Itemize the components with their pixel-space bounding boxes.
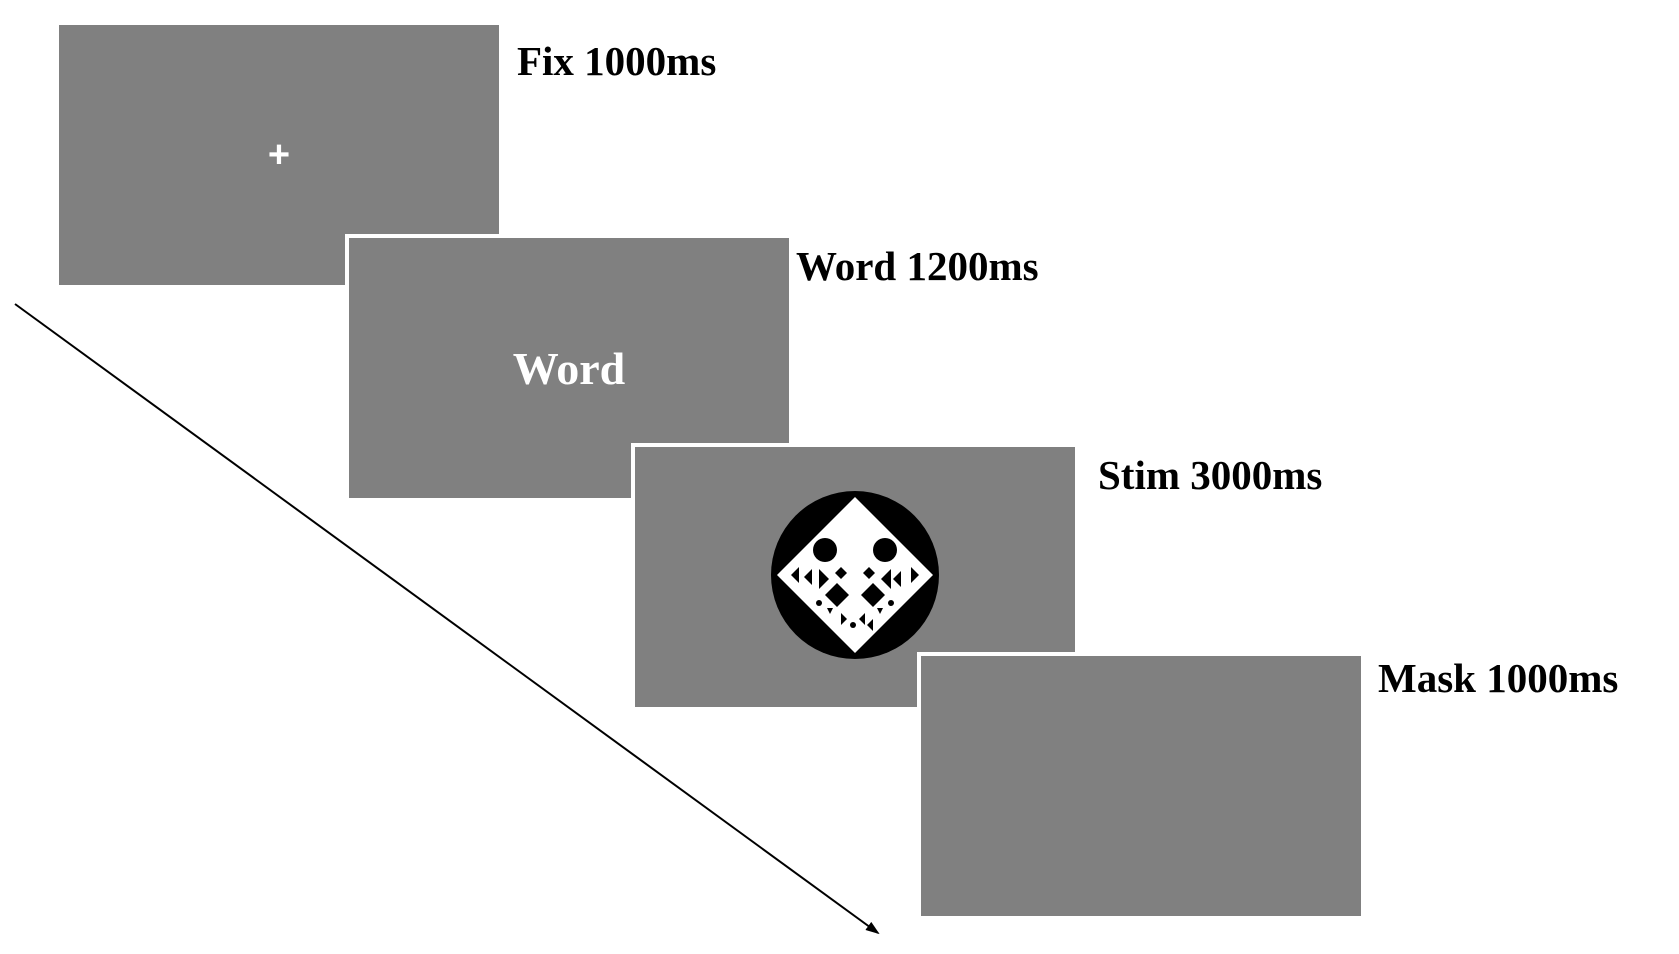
mask-label: Mask 1000ms	[1378, 655, 1619, 701]
fixation-cross: +	[267, 133, 291, 176]
word-label: Word 1200ms	[796, 243, 1039, 289]
fixation-label: Fix 1000ms	[517, 38, 717, 84]
mask-screen	[917, 652, 1361, 916]
circle-diamond-pattern-icon	[771, 491, 939, 659]
stimulus-label: Stim 3000ms	[1098, 452, 1323, 498]
stimulus-screen	[631, 443, 1075, 707]
word-text: Word	[512, 342, 626, 394]
